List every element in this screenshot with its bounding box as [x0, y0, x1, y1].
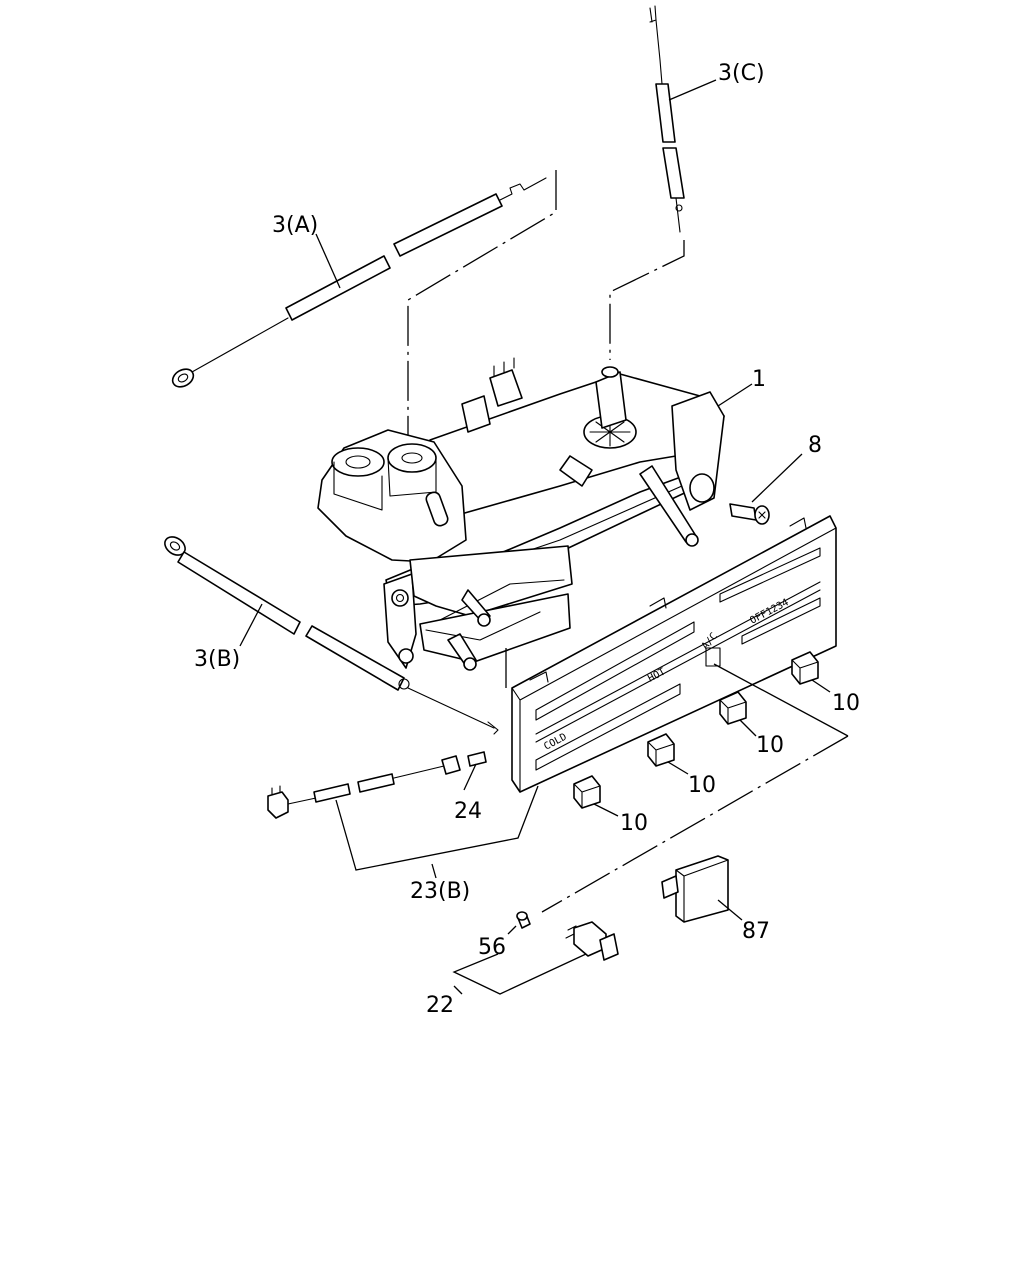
- control-panel-bezel: COLD HOT A/C OFF1234: [511, 515, 837, 793]
- leader-ac-to-switch: [713, 663, 849, 737]
- control-assembly-housing: [317, 357, 753, 671]
- leader-3a-to-housing: [407, 170, 557, 520]
- callout-23b: 23(B): [410, 879, 470, 904]
- callout-22: 22: [426, 993, 454, 1018]
- callout-8: 8: [808, 433, 822, 458]
- callout-56: 56: [478, 935, 506, 960]
- callout-10-c: 10: [688, 773, 716, 798]
- callout-3b: 3(B): [194, 647, 240, 672]
- callout-3c: 3(C): [718, 61, 765, 86]
- wire-harness: [267, 751, 539, 879]
- callout-24: 24: [454, 799, 482, 824]
- callout-10-d: 10: [620, 811, 648, 836]
- callout-3a: 3(A): [272, 213, 318, 238]
- callout-10-b: 10: [756, 733, 784, 758]
- bulb-and-socket: [452, 911, 619, 995]
- leader-3c-to-housing: [609, 240, 685, 360]
- ac-switch: [661, 855, 743, 923]
- push-knobs: [573, 651, 831, 817]
- cable-3b: [164, 536, 499, 735]
- callout-10-a: 10: [832, 691, 860, 716]
- screw: [729, 453, 803, 525]
- callout-87: 87: [742, 919, 770, 944]
- cable-3c: [649, 5, 717, 233]
- leader-switch-group: [541, 735, 849, 913]
- cable-3a: [171, 177, 547, 388]
- callout-1: 1: [752, 367, 766, 392]
